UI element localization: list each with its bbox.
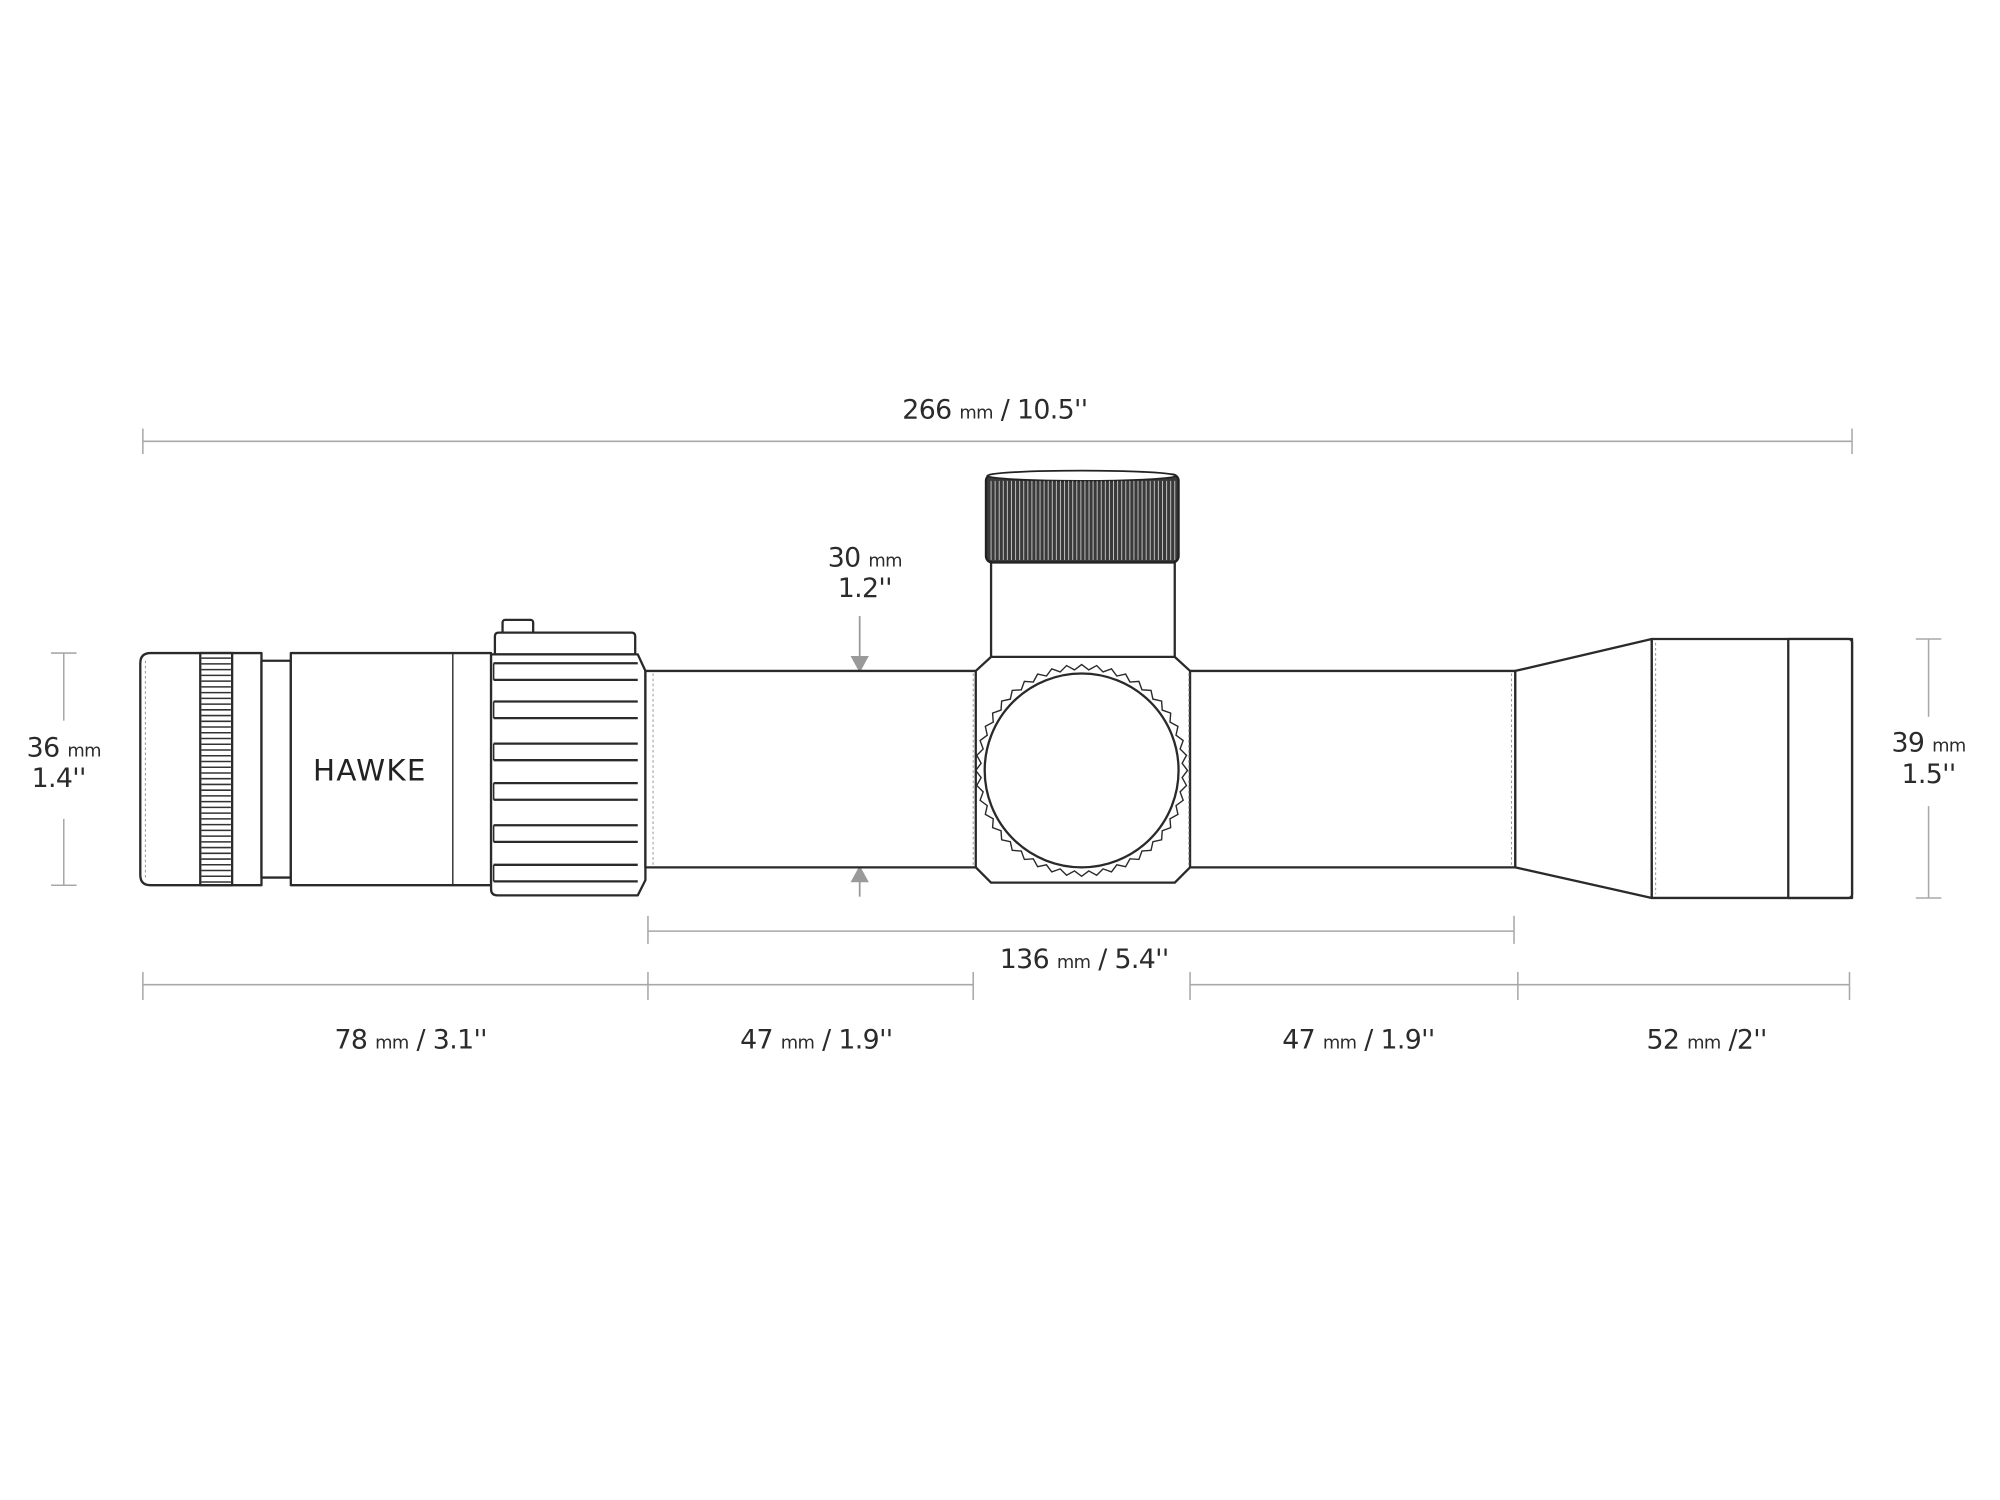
objective-section-label: 52 mm /2'': [1646, 1024, 1766, 1055]
hawke-logo: HAWKE: [313, 754, 427, 788]
svg-text:1.5'': 1.5'': [1902, 759, 1956, 790]
svg-text:1.2'': 1.2'': [838, 573, 892, 604]
svg-text:39 mm: 39 mm: [1891, 727, 1965, 758]
eyepiece-collar: [260, 659, 292, 879]
front-tube-label: 47 mm / 1.9'': [1282, 1024, 1434, 1055]
mounting-length-dimension: 136 mm / 5.4'': [647, 915, 1515, 975]
arrow-up-icon: [850, 865, 869, 883]
front-tube: [1179, 669, 1517, 869]
objective-diameter-dimension: 39 mm 1.5'': [1891, 638, 1966, 899]
scope-drawing: HAWKE: [139, 469, 1854, 900]
objective-taper: [1514, 637, 1653, 900]
tube-diameter-dimension: 30 mm 1.2'': [828, 542, 903, 897]
arrow-down-icon: [850, 655, 869, 673]
eyepiece-body: [289, 651, 493, 887]
eyepiece-section-label: 78 mm / 3.1'': [335, 1024, 487, 1055]
rear-tube-label: 47 mm / 1.9'': [740, 1024, 892, 1055]
elevation-turret-stem: [989, 557, 1176, 662]
overall-length-dimension: 266 mm / 10.5'': [142, 394, 1853, 455]
svg-text:136 mm / 5.4'': 136 mm / 5.4'': [1000, 944, 1169, 975]
magnification-ring: [489, 653, 647, 897]
diopter-ring: [199, 651, 234, 887]
svg-text:1.4'': 1.4'': [32, 763, 86, 794]
overall-length-label: 266 mm / 10.5'': [902, 394, 1087, 425]
elevation-turret-cap: [984, 473, 1180, 564]
windage-turret-serration: [974, 663, 1189, 878]
svg-text:36 mm: 36 mm: [27, 732, 101, 763]
svg-text:30 mm: 30 mm: [828, 542, 902, 573]
power-ring-top: [493, 631, 637, 656]
section-dimensions: 78 mm / 3.1'' 47 mm / 1.9'' 47 mm / 1.9'…: [142, 971, 1851, 1055]
windage-turret: [983, 672, 1180, 869]
eyepiece-diameter-dimension: 36 mm 1.4'': [27, 652, 101, 886]
rear-tube: [644, 669, 985, 869]
